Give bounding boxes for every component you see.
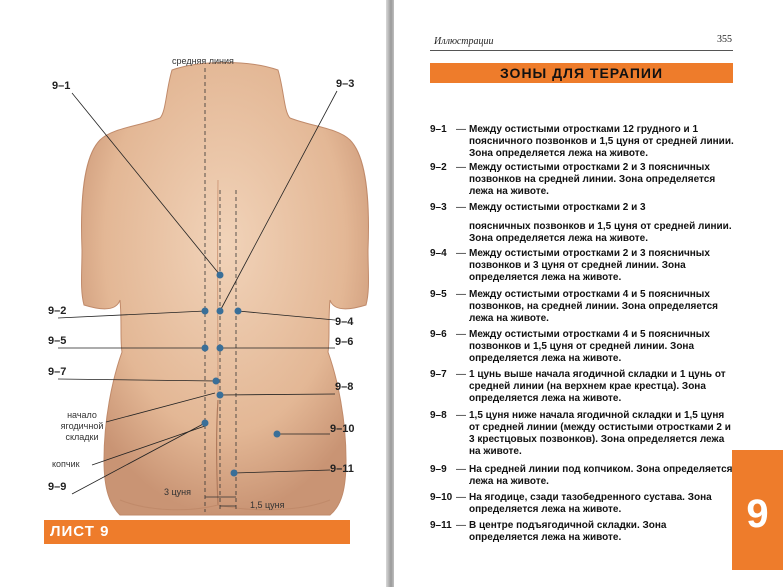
entry-dash: — — [456, 520, 466, 531]
entry-code: 9–3 — [430, 202, 447, 213]
entry-text: Между остистыми отростками 2 и 3 пояснич… — [469, 248, 710, 283]
left-buttock-fold — [119, 499, 219, 511]
measure-1-5-cun-label: 1,5 цуня — [250, 500, 285, 510]
section-title: ЗОНЫ ДЛЯ ТЕРАПИИ — [499, 65, 664, 81]
right-page: Иллюстрации 355 ЗОНЫ ДЛЯ ТЕРАПИИ 9–1 — М… — [394, 0, 783, 587]
point-9-9 — [201, 419, 209, 427]
right-buttock-fold — [217, 499, 331, 511]
gluteal-fold-start-label: начало ягодичной складки — [60, 410, 104, 442]
entry-code: 9–8 — [430, 410, 447, 421]
label-9-1: 9–1 — [52, 80, 71, 92]
chapter-tab-number: 9 — [746, 492, 769, 536]
back-anatomy-figure — [57, 62, 369, 516]
sheet-banner: ЛИСТ 9 — [44, 520, 350, 544]
entry-text: поясничных позвонков и 1,5 цуня от средн… — [469, 221, 732, 244]
entry-dash: — — [456, 369, 466, 380]
midline-label: средняя линия — [172, 56, 234, 66]
label-9-4: 9–4 — [335, 316, 354, 328]
entry-text: Между остистыми отростками 2 и 3 пояснич… — [469, 162, 716, 197]
entry-dash: — — [456, 329, 466, 340]
running-head: Иллюстрации — [434, 36, 494, 47]
point-9-7 — [212, 377, 220, 385]
entry-code: 9–9 — [430, 464, 447, 475]
point-9-8 — [216, 391, 224, 399]
coccyx-label: копчик — [52, 459, 80, 469]
label-9-11: 9–11 — [330, 463, 354, 475]
entry-dash: — — [456, 124, 466, 135]
label-9-9: 9–9 — [48, 481, 67, 493]
label-9-10: 9–10 — [330, 423, 355, 435]
entry-text: Между остистыми отростками 4 и 5 пояснич… — [469, 289, 718, 324]
header-rule — [430, 50, 733, 51]
entry-code: 9–11 — [430, 520, 452, 531]
entry-dash: — — [456, 464, 466, 475]
entry-text: Между остистыми отростками 12 грудного и… — [469, 124, 734, 159]
entry-text: Между остистыми отростками 4 и 5 пояснич… — [469, 329, 710, 364]
entry-text: Между остистыми отростками 2 и 3 — [469, 202, 646, 213]
point-9-1 — [216, 271, 224, 279]
chapter-tab: 9 — [732, 450, 783, 570]
label-9-7: 9–7 — [48, 366, 67, 378]
left-page: средняя линия 9–1 9–2 9–5 9–7 9–9 9–3 9–… — [0, 0, 388, 587]
leader-lines — [57, 90, 338, 495]
point-9-6 — [216, 344, 224, 352]
entry-code: 9–10 — [430, 492, 453, 503]
entry-code: 9–5 — [430, 289, 447, 300]
entry-text: В центре подъягодичной складки. Зона опр… — [469, 520, 667, 543]
entry-code: 9–4 — [430, 248, 447, 259]
page-number: 355 — [717, 34, 732, 45]
entry-dash: — — [456, 248, 466, 259]
entry-text: 1,5 цуня ниже начала ягодичной складки и… — [469, 410, 731, 457]
entry-text: На ягодице, сзади тазобедренного сустава… — [469, 492, 712, 515]
torso-silhouette — [81, 62, 369, 516]
label-9-6: 9–6 — [335, 336, 354, 348]
entry-dash: — — [456, 202, 466, 213]
entry-code: 9–1 — [430, 124, 447, 135]
entry-text: 1 цунь выше начала ягодичной складки и 1… — [469, 369, 726, 404]
entry-dash: — — [456, 162, 466, 173]
point-9-3 — [216, 307, 224, 315]
book-gutter — [386, 0, 396, 587]
point-9-10 — [273, 430, 281, 438]
point-9-2 — [201, 307, 209, 315]
entry-code: 9–2 — [430, 162, 447, 173]
label-9-5: 9–5 — [48, 335, 67, 347]
section-title-bar: ЗОНЫ ДЛЯ ТЕРАПИИ — [430, 63, 733, 83]
point-9-4 — [234, 307, 242, 315]
measure-3-cun-label: 3 цуня — [164, 487, 192, 497]
label-9-2: 9–2 — [48, 305, 67, 317]
acupoints — [201, 271, 281, 477]
entry-code: 9–7 — [430, 369, 447, 380]
entry-text: На средней линии под копчиком. Зона опре… — [469, 464, 733, 487]
label-9-8: 9–8 — [335, 381, 354, 393]
entry-dash: — — [456, 410, 466, 421]
entry-dash: — — [456, 492, 466, 503]
point-9-5 — [201, 344, 209, 352]
entry-code: 9–6 — [430, 329, 447, 340]
gluteal-cleft — [215, 399, 219, 506]
sheet-label: ЛИСТ 9 — [50, 523, 110, 540]
entry-dash: — — [456, 289, 466, 300]
label-9-3: 9–3 — [336, 78, 355, 90]
point-9-11 — [230, 469, 238, 477]
